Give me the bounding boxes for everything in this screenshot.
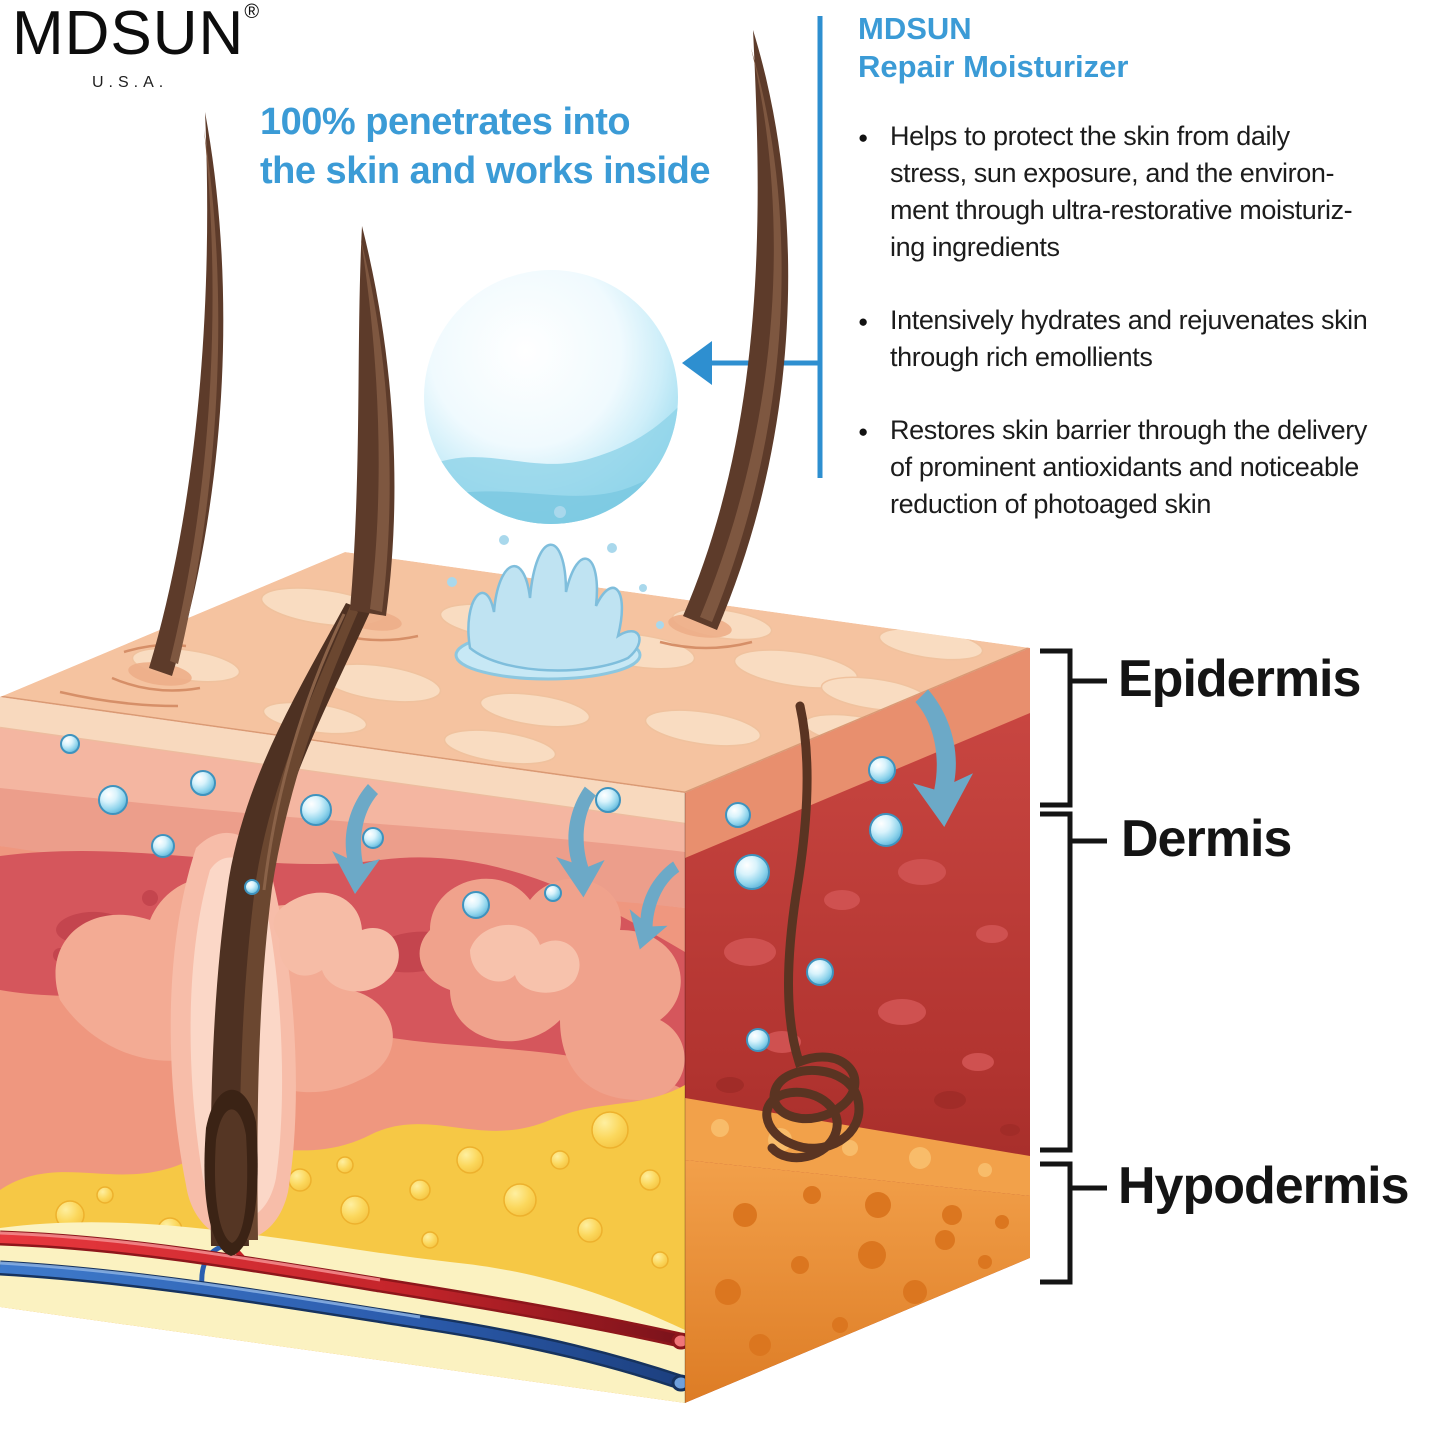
product-title: MDSUN Repair Moisturizer [858,10,1128,86]
penetration-headline: 100% penetrates into the skin and works … [260,98,710,197]
label-dermis: Dermis [1121,810,1292,868]
hair-follicle [170,603,399,1256]
benefit-item-3: ● Restores skin barrier through the deli… [858,412,1435,523]
benefit-item-1: ● Helps to protect the skin from daily s… [858,118,1435,266]
hair-strand [350,226,395,616]
arrowhead-left-icon [682,341,712,385]
water-sphere-icon [424,270,678,524]
benefit-1-line-2: stress, sun exposure, and the environ- [890,158,1335,188]
brand-logo: MDSUN® [12,0,260,68]
benefit-3-line-1: Restores skin barrier through the delive… [890,415,1367,445]
epidermis-bracket [1040,648,1107,808]
benefit-1-line-1: Helps to protect the skin from daily [890,121,1290,151]
water-splash [447,506,664,681]
headline-line-1: 100% penetrates into [260,101,631,143]
water-droplets [60,734,903,1052]
brand-country: U.S.A. [92,74,169,91]
stratum-corneum-strip [0,697,685,824]
benefit-3-line-2: of prominent antioxidants and noticeable [890,452,1359,482]
bullet-icon: ● [858,128,868,147]
right-face-layers [685,648,1030,1403]
benefit-item-2: ● Intensively hydrates and rejuvenates s… [858,302,1435,376]
headline-line-2: the skin and works inside [260,150,710,193]
hairs [149,30,789,676]
skin-block [0,30,1030,1403]
vein [0,1260,685,1392]
hair-strand [683,30,789,630]
registered-trademark-symbol: ® [244,1,261,23]
benefit-2-line-2: through rich emollients [890,342,1153,372]
benefit-1-line-3: ment through ultra-restorative moisturiz… [890,195,1353,225]
benefit-3-line-3: reduction of photoaged skin [890,489,1211,519]
label-hypodermis: Hypodermis [1118,1157,1410,1215]
hair-strand [149,112,224,676]
layer-brackets [1040,648,1107,1285]
product-title-line-2: Repair Moisturizer [858,48,1129,84]
artery [0,1230,685,1350]
sebaceous-gland [273,892,399,992]
sweat-gland [762,701,864,1163]
hypodermis-face [685,1160,1030,1403]
bullet-icon: ● [858,312,868,331]
label-epidermis: Epidermis [1118,650,1361,708]
brand-name: MDSUN [12,0,245,68]
product-title-line-1: MDSUN [858,11,972,46]
benefit-1-line-4: ing ingredients [890,232,1060,262]
hypodermis-bracket [1040,1161,1107,1285]
bullet-icon: ● [858,422,868,441]
dermis-bracket [1040,811,1107,1153]
vessel-layer [0,1222,685,1403]
benefit-2-line-1: Intensively hydrates and rejuvenates ski… [890,305,1368,335]
